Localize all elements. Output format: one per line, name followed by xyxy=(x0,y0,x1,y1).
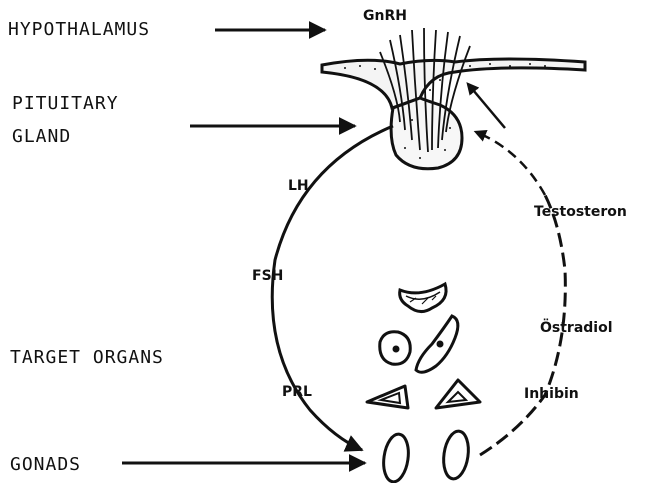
target-organ-triangle-right xyxy=(436,380,480,408)
label-fsh: FSH xyxy=(252,268,283,284)
gonad-left xyxy=(381,433,411,483)
label-prl: PRL xyxy=(282,384,312,400)
target-organ-cell-round xyxy=(380,332,411,365)
label-hypothalamus: HYPOTHALAMUS xyxy=(8,19,150,40)
target-organ-cell-elongated xyxy=(416,316,458,372)
label-inhibin: Inhibin xyxy=(524,386,579,402)
label-gonads: GONADS xyxy=(10,454,81,475)
target-organ-uterus xyxy=(400,284,446,312)
label-ostradiol: Östradiol xyxy=(540,320,613,336)
label-testosteron: Testosteron xyxy=(534,204,627,220)
feedback-arrow-upper xyxy=(468,84,505,128)
gonad-right xyxy=(441,430,471,481)
feedback-arrow-lower xyxy=(476,132,545,195)
target-organ-triangle-left xyxy=(367,386,408,408)
label-target-organs: TARGET ORGANS xyxy=(10,347,164,368)
label-pituitary-line2: GLAND xyxy=(12,126,71,147)
label-pituitary-line1: PITUITARY xyxy=(12,93,119,114)
label-lh: LH xyxy=(288,178,309,194)
label-gnrh: GnRH xyxy=(363,8,407,24)
